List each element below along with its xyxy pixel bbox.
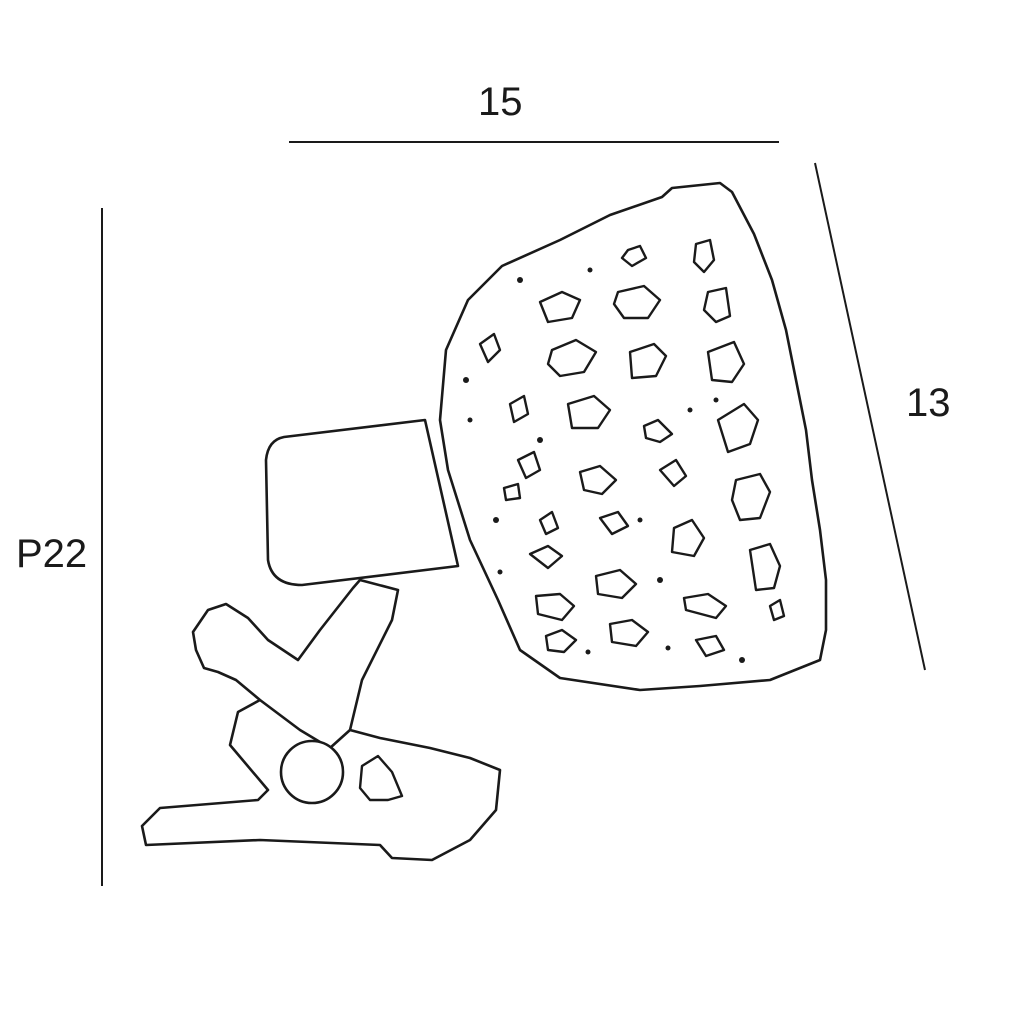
socket-cylinder xyxy=(264,418,460,587)
clip-pivot-knob xyxy=(279,739,345,805)
depth-dimension-label: P22 xyxy=(16,532,88,576)
clip-upper-arm xyxy=(191,578,400,750)
width-dimension-label: 15 xyxy=(478,80,523,124)
height-dimension-label: 13 xyxy=(906,381,951,425)
lampshade-lattice xyxy=(478,238,786,658)
clip-cutout xyxy=(358,754,404,802)
height-dimension-line xyxy=(814,162,926,671)
lampshade-specks xyxy=(463,267,745,663)
lampshade xyxy=(438,181,828,692)
